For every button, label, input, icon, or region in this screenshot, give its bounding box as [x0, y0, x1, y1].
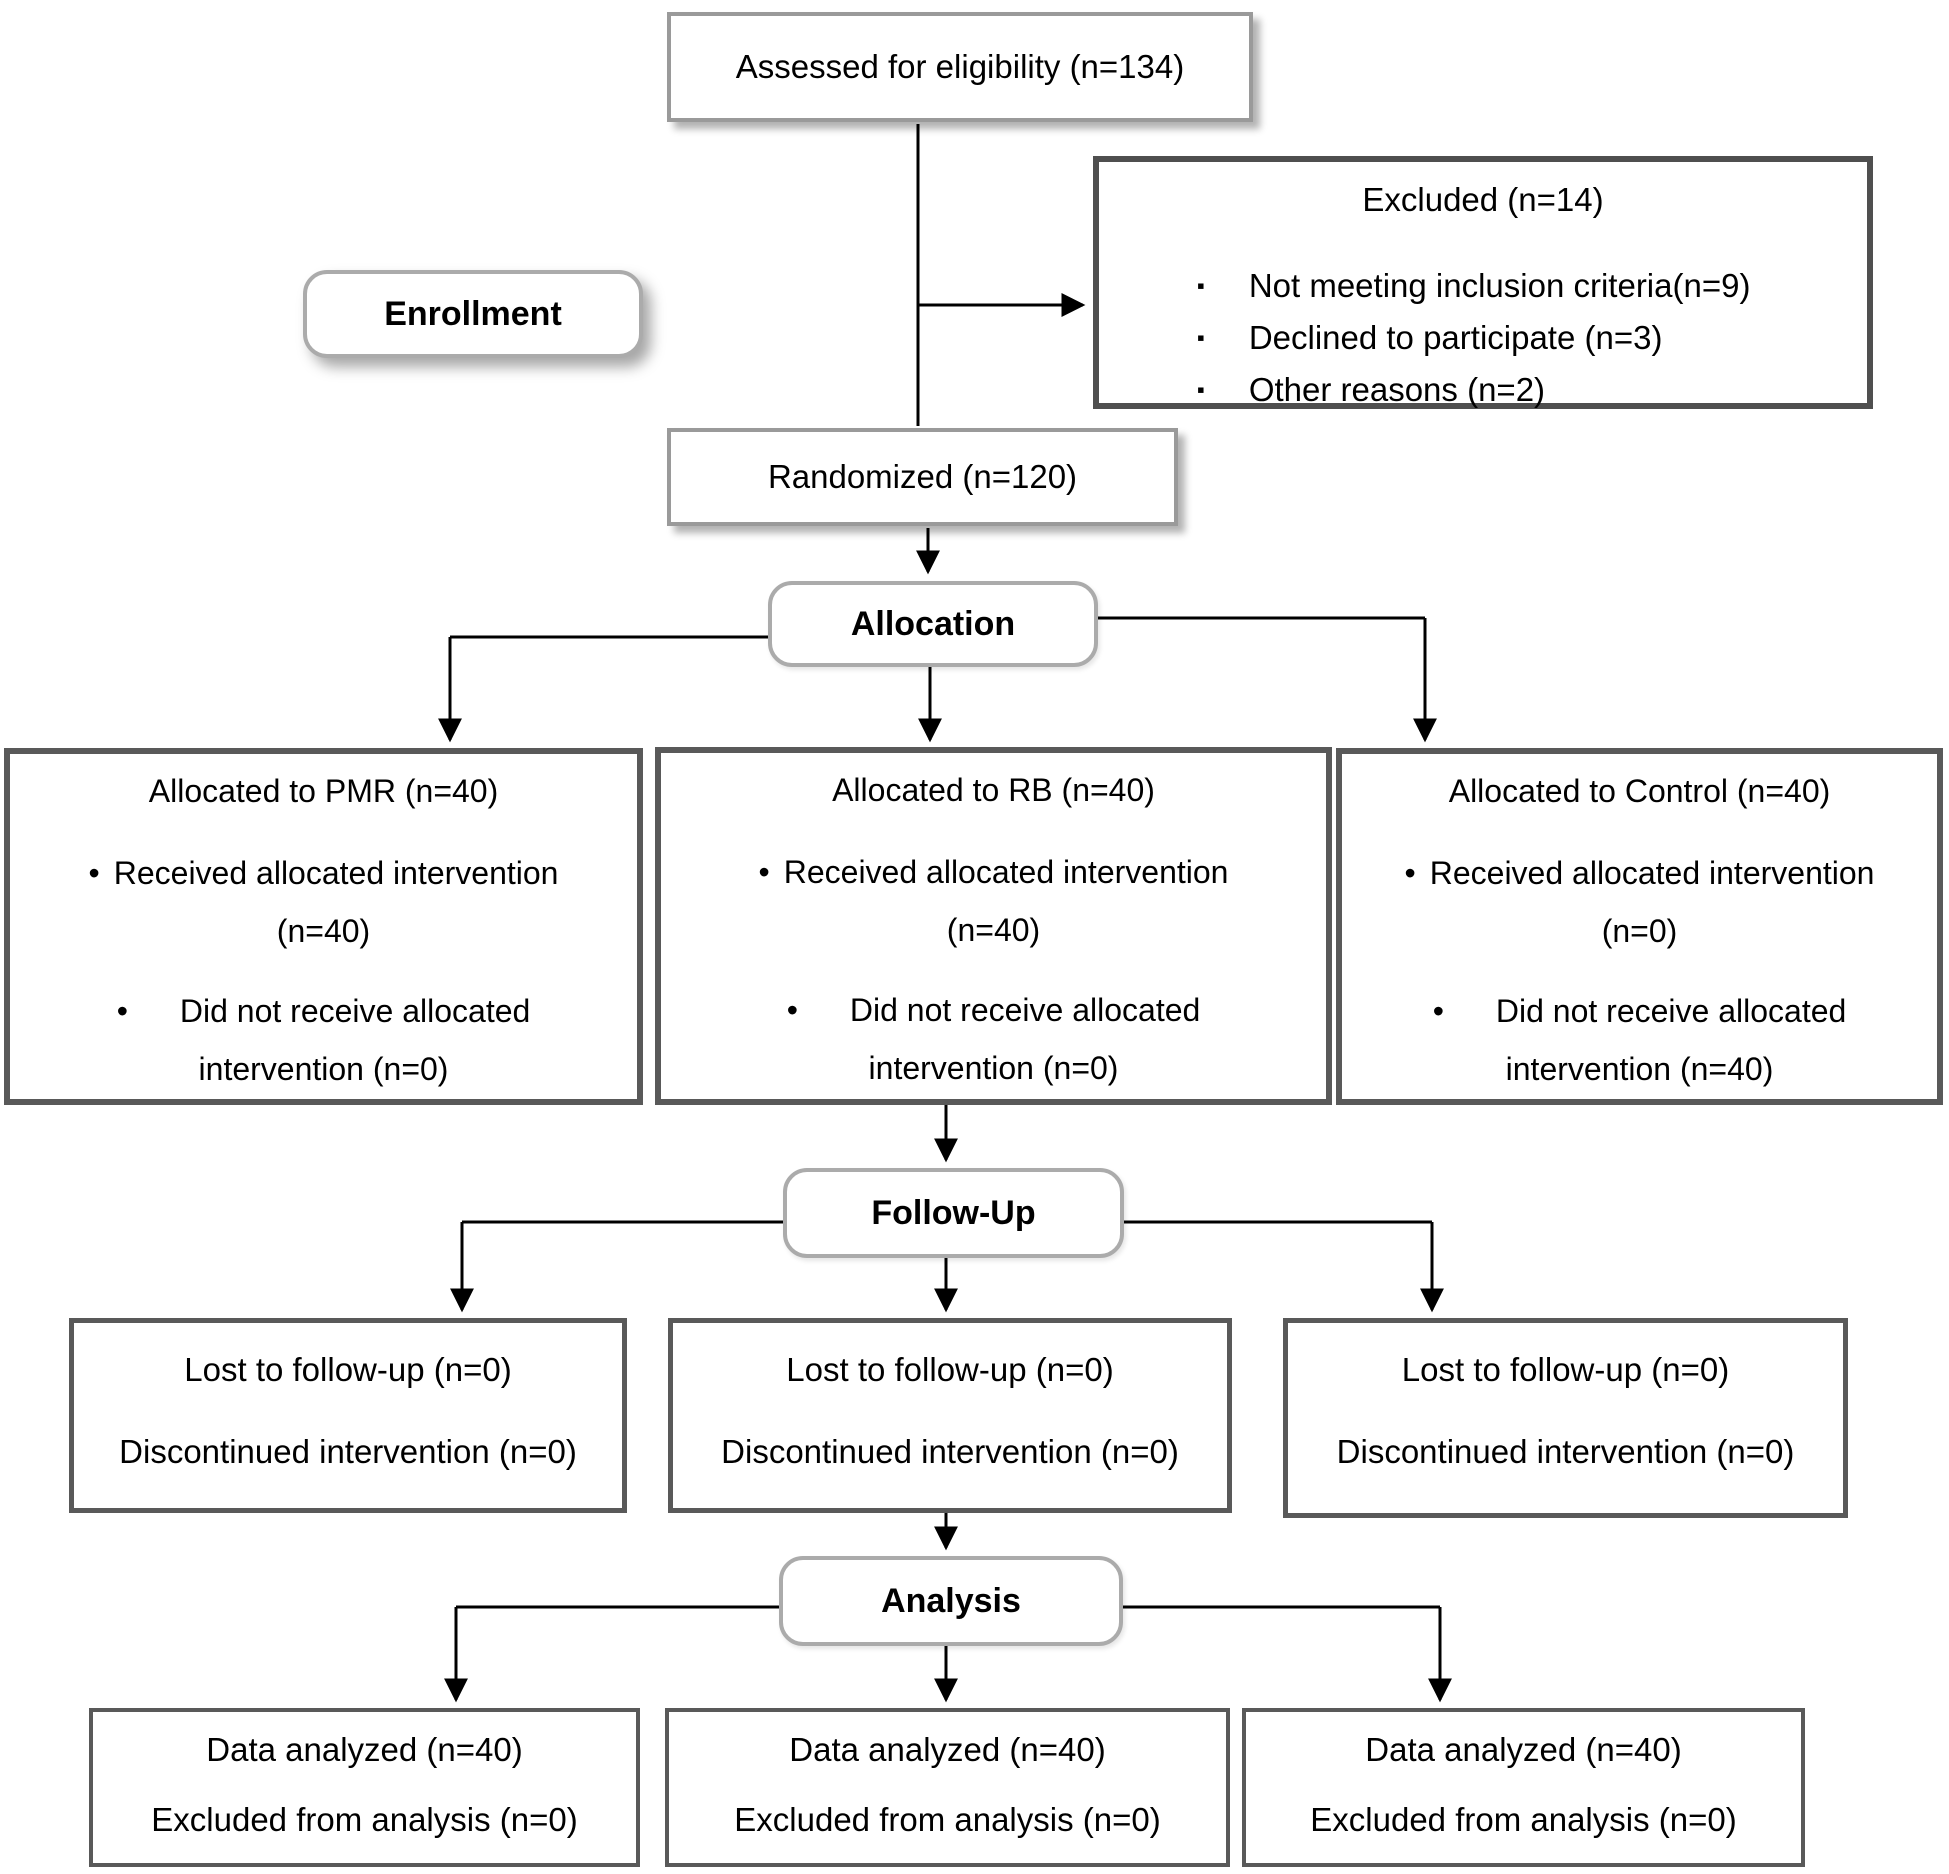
allocation-box-rb: Allocated to RB (n=40) • Received allocat…	[655, 747, 1332, 1105]
discontinued-label: Discontinued intervention (n=0)	[1336, 1433, 1795, 1470]
square-bullet-icon: ▪	[1197, 272, 1205, 298]
round-bullet-icon: •	[786, 992, 798, 1028]
allocation-box-control: Allocated to Control (n=40) • Received al…	[1336, 748, 1943, 1105]
excluded-analysis-label: Excluded from analysis (n=0)	[1310, 1801, 1737, 1838]
not-received-line: • Did not receive allocated intervention …	[20, 982, 627, 1098]
excluded-item: ▪ Declined to participate (n=3)	[1125, 312, 1841, 364]
followup-box-rb: Lost to follow-up (n=0) Discontinued int…	[668, 1318, 1232, 1513]
excluded-box: Excluded (n=14) ▪ Not meeting inclusion …	[1093, 156, 1873, 409]
allocation-title: Allocated to Control (n=40)	[1448, 773, 1831, 809]
round-bullet-icon: •	[1432, 993, 1444, 1029]
received-label: Received allocated intervention	[1429, 855, 1875, 891]
received-line: • Received allocated intervention (n=0)	[1352, 844, 1927, 960]
analysis-box-pmr: Data analyzed (n=40) Excluded from analy…	[89, 1708, 640, 1867]
discontinued-label: Discontinued intervention (n=0)	[119, 1433, 577, 1470]
lost-label: Lost to follow-up (n=0)	[1401, 1351, 1730, 1388]
round-bullet-icon: •	[1404, 855, 1416, 891]
analyzed-label: Data analyzed (n=40)	[206, 1731, 523, 1768]
not-received-n: intervention (n=40)	[1505, 1051, 1774, 1087]
not-received-label: Did not receive allocated	[179, 993, 531, 1029]
square-bullet-icon: ▪	[1197, 324, 1205, 350]
analysis-box-rb: Data analyzed (n=40) Excluded from analy…	[665, 1708, 1230, 1867]
stage-analysis: Analysis	[779, 1556, 1123, 1646]
stage-followup-label: Follow-Up	[871, 1193, 1036, 1232]
received-n: (n=40)	[946, 912, 1041, 948]
followup-box-pmr: Lost to follow-up (n=0) Discontinued int…	[69, 1318, 627, 1513]
excluded-analysis-label: Excluded from analysis (n=0)	[734, 1801, 1161, 1838]
excluded-item-label: Other reasons (n=2)	[1248, 370, 1546, 408]
followup-box-control: Lost to follow-up (n=0) Discontinued int…	[1283, 1318, 1848, 1518]
assessed-label: Assessed for eligibility (n=134)	[735, 48, 1185, 86]
round-bullet-icon: •	[116, 993, 128, 1029]
received-n: (n=0)	[1601, 913, 1678, 949]
round-bullet-icon: •	[88, 855, 100, 891]
received-line: • Received allocated intervention (n=40)	[671, 843, 1316, 959]
allocation-title: Allocated to PMR (n=40)	[148, 773, 499, 809]
received-label: Received allocated intervention	[113, 855, 559, 891]
excluded-item-label: Not meeting inclusion criteria(n=9)	[1248, 266, 1751, 304]
stage-analysis-label: Analysis	[881, 1581, 1021, 1620]
stage-enrollment: Enrollment	[303, 270, 643, 358]
stage-allocation-label: Allocation	[850, 604, 1016, 643]
received-line: • Received allocated intervention (n=40)	[20, 844, 627, 960]
excluded-analysis-label: Excluded from analysis (n=0)	[151, 1801, 578, 1838]
excluded-item: ▪ Other reasons (n=2)	[1125, 364, 1841, 416]
not-received-line: • Did not receive allocated intervention …	[1352, 982, 1927, 1098]
excluded-item-label: Declined to participate (n=3)	[1248, 318, 1663, 356]
not-received-label: Did not receive allocated	[1495, 993, 1847, 1029]
allocation-title: Allocated to RB (n=40)	[832, 772, 1155, 808]
stage-allocation: Allocation	[768, 581, 1098, 667]
randomized-box: Randomized (n=120)	[667, 428, 1178, 526]
not-received-n: intervention (n=0)	[198, 1051, 449, 1087]
lost-label: Lost to follow-up (n=0)	[786, 1351, 1114, 1388]
allocation-box-pmr: Allocated to PMR (n=40) • Received alloca…	[4, 748, 643, 1105]
stage-followup: Follow-Up	[783, 1168, 1124, 1258]
analysis-box-control: Data analyzed (n=40) Excluded from analy…	[1242, 1708, 1805, 1867]
analyzed-label: Data analyzed (n=40)	[789, 1731, 1106, 1768]
analyzed-label: Data analyzed (n=40)	[1365, 1731, 1682, 1768]
excluded-title: Excluded (n=14)	[1362, 181, 1604, 218]
discontinued-label: Discontinued intervention (n=0)	[721, 1433, 1179, 1470]
not-received-line: • Did not receive allocated intervention …	[671, 981, 1316, 1097]
excluded-item: ▪ Not meeting inclusion criteria(n=9)	[1125, 260, 1841, 312]
round-bullet-icon: •	[758, 854, 770, 890]
received-n: (n=40)	[276, 913, 371, 949]
square-bullet-icon: ▪	[1197, 376, 1205, 402]
lost-label: Lost to follow-up (n=0)	[184, 1351, 512, 1388]
stage-enrollment-label: Enrollment	[384, 294, 562, 333]
randomized-label: Randomized (n=120)	[767, 458, 1078, 496]
not-received-n: intervention (n=0)	[868, 1050, 1119, 1086]
not-received-label: Did not receive allocated	[849, 992, 1201, 1028]
assessed-box: Assessed for eligibility (n=134)	[667, 12, 1253, 122]
received-label: Received allocated intervention	[783, 854, 1229, 890]
